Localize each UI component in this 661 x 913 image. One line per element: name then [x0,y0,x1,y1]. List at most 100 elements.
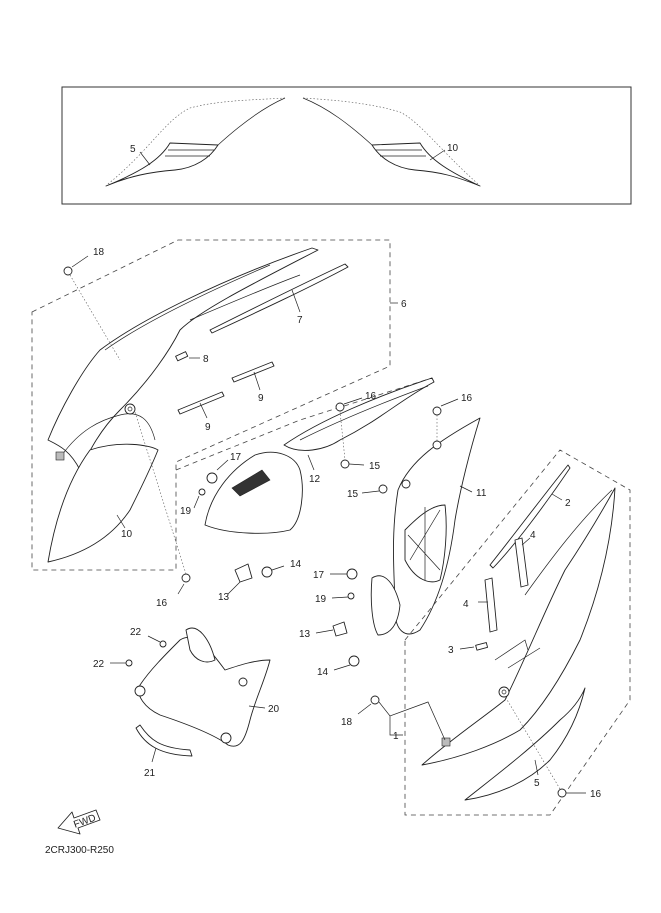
decal-right-stripe [376,149,426,157]
part-4-strip-a [514,537,529,588]
part-18-screw-a [63,266,73,276]
callout-10: 10 [121,529,133,540]
fwd-arrow-icon: FWD [57,809,101,835]
decal-left-edge [217,97,286,146]
leader-14a [271,565,285,571]
leader-7 [291,289,301,313]
callout-12: 12 [309,474,321,485]
leader-18b [357,703,372,715]
screw-16-path-d [505,697,561,790]
leader-3 [459,646,475,650]
part-12-cover [283,377,435,451]
part-9-strip-a [231,361,275,383]
inset-frame [61,86,632,205]
screw-18-path-a [69,274,121,361]
part-17-screw-b [346,568,358,580]
callout-14b: 14 [317,667,329,678]
decal-left-outline [107,97,286,185]
assembly-6-boundary [31,239,391,571]
callout-15a: 15 [369,461,381,472]
part-12-rib [299,385,429,441]
part-19-nut-b [347,592,355,600]
callout-13a: 13 [218,592,230,603]
part-16-screw-a [181,573,191,583]
part-10-stripe [104,264,271,351]
part-1-lower-cowl [421,487,616,766]
callout-21: 21 [144,768,156,779]
leader-10-top [429,149,446,161]
decal-inset: 5 10 [61,86,632,205]
screw-16-path-b [339,410,346,461]
part-9-strip-b [177,391,225,415]
leader-14b [333,664,351,671]
leader-11 [459,485,473,493]
part-22-screw-a [159,640,167,648]
callout-19a: 19 [180,506,192,517]
leader-13b [315,629,334,634]
leader-19a [193,495,200,509]
callout-4a: 4 [530,530,536,541]
leader-16c [440,398,459,407]
decal-right-10 [371,142,481,187]
leader-15b [361,490,380,494]
part-10-grommet [124,403,136,415]
callout-11: 11 [476,488,487,499]
part-14-grommet-b [348,655,360,667]
part-11-hole-b [401,479,411,489]
part-17-screw-a [206,472,218,484]
leader-5b [534,759,539,776]
callout-16b: 16 [365,391,377,402]
decal-left-5 [105,142,219,187]
callout-5-top: 5 [130,144,136,155]
part-15-nut-a [340,459,350,469]
part-3-pin [475,642,489,651]
decal-right-outline [302,97,479,185]
part-16-screw-d [557,788,567,798]
decal-left-stripe [165,149,214,157]
callout-22a: 22 [130,627,142,638]
callout-9b: 9 [205,422,211,433]
part-7-inner [189,274,301,321]
part-4-strip-b [484,577,498,633]
callout-8: 8 [203,354,209,365]
connection-dash-12 [175,377,433,471]
callout-17a: 17 [230,452,242,463]
callout-15b: 15 [347,489,359,500]
leader-22a [147,635,161,643]
callout-2: 2 [565,498,571,509]
part-7-decal [209,263,349,334]
leader-1 [378,701,446,741]
part-19-nut-a [198,488,206,496]
part-16-screw-b [335,402,345,412]
callout-14a: 14 [290,559,302,570]
callout-19b: 19 [315,594,327,605]
part-1-edge [524,489,613,596]
part-22-screw-b [125,659,133,667]
decal-right-edge [302,97,373,146]
leader-9a [253,371,261,391]
callout-6: 6 [401,299,407,310]
callout-17b: 17 [313,570,325,581]
callout-18b: 18 [341,717,353,728]
callout-13b: 13 [299,629,311,640]
callout-7: 7 [297,315,303,326]
leader-18a [71,255,89,268]
leader-21 [151,747,157,763]
leader-16b [343,397,363,405]
part-11-small-rib [231,469,271,497]
leader-16a [177,583,185,595]
leader-9b [199,402,208,419]
part-1-bracket-lines [494,639,541,669]
callout-16d: 16 [590,789,602,800]
part-10-lower-panel [47,443,159,563]
callout-9a: 9 [258,393,264,404]
part-10-side-cover [47,247,319,471]
part-8-pin [175,351,189,362]
part-10-clip [55,451,65,461]
leader-15a [348,463,365,466]
callout-18a: 18 [93,247,105,258]
callout-1: 1 [393,731,399,742]
callout-5b: 5 [534,778,540,789]
callout-16a: 16 [156,598,168,609]
